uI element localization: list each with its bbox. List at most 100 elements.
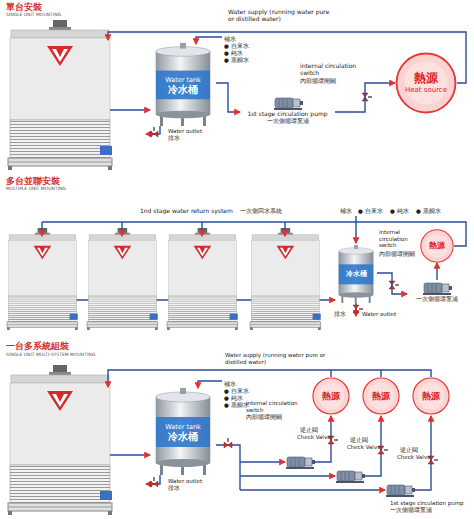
circulation-pump: 一次側循環泵浦: [407, 280, 467, 308]
annotation-label: internal circulation switch: [379, 229, 419, 249]
pump-feed: [240, 475, 335, 476]
tower-outlet-pipe: [110, 454, 150, 455]
pump-symbol: [423, 283, 452, 295]
annotation-label: internal circulation switch: [246, 400, 310, 413]
node-text: 熱源: [372, 391, 390, 401]
cooling-tower: [167, 228, 238, 330]
switch-valve: [389, 281, 399, 289]
node-text: Heat source: [405, 86, 447, 94]
return-drop: [380, 370, 381, 377]
drain-valve: [150, 127, 158, 137]
heat-source: 熱源: [362, 377, 400, 415]
node-text: Water tank: [165, 77, 201, 84]
drain-valve: [353, 305, 363, 313]
cooling-tower: [8, 365, 112, 515]
tank-fitting: [180, 43, 186, 49]
tank-fitting: [354, 245, 358, 249]
pump-symbol: [274, 98, 303, 110]
heat-source-circle: [397, 54, 456, 113]
heat-source-circle: [363, 378, 399, 414]
return-drop: [41, 222, 42, 236]
return-drop: [284, 222, 285, 236]
heat-source: 熱源Heat source: [395, 52, 457, 114]
heat-source-circle: [313, 378, 349, 414]
annotation-label: ● 自來水: [224, 43, 249, 50]
annotation-label: ● 自來水: [224, 388, 249, 395]
annotation-label: Water outlet: [362, 311, 396, 318]
heat-source-glow: [318, 383, 345, 410]
supply-pipe: [196, 37, 222, 44]
tank-body: [156, 397, 210, 463]
pump-feed: [240, 461, 285, 462]
circulation-pump: [386, 485, 415, 497]
section-title: 一台多系統組裝: [6, 341, 69, 352]
return-drop: [121, 222, 122, 236]
switch-valve: [362, 93, 372, 101]
tank-body: [156, 51, 210, 114]
pipes: [42, 32, 466, 490]
annotation-label: Water supply (running water pure or dist…: [228, 8, 333, 22]
pipe-connector: [436, 263, 437, 280]
annotation-label: 內部循環開關: [246, 414, 282, 421]
annotation-label: 逆止閥: [350, 437, 368, 444]
cooling-tower: [7, 228, 78, 330]
node-text: 熱源: [414, 72, 438, 86]
node-text: 熱源: [429, 241, 445, 250]
node-text: 一次側循環泵浦: [267, 118, 309, 125]
annotation-label: 內部循環開關: [300, 77, 336, 84]
tank-band: [156, 71, 210, 100]
tank-band: [339, 264, 373, 284]
annotation-label: Check Valve: [397, 454, 431, 461]
heat-source: 熱源: [420, 229, 454, 263]
section-title: 單台安裝: [6, 2, 42, 13]
node-text: 冷水桶: [168, 431, 198, 443]
node-text: 冷水桶: [346, 271, 367, 278]
section-subtitle: SINGLE UNIT MOUNTING: [6, 12, 61, 17]
supply-pipe: [355, 216, 356, 243]
section-subtitle: SINGLE UNIT MULTI-SYSTEM MOUNTING: [6, 352, 95, 357]
tank-body: [339, 251, 373, 295]
node-text: 冷水桶: [168, 84, 198, 96]
annotation-label: Check Valve: [297, 434, 331, 441]
pump-icon: [273, 95, 303, 111]
annotation-label: 逆止閥: [400, 447, 418, 454]
cooling-tower: [8, 20, 112, 170]
annotation-label: 逆止閥: [300, 427, 318, 434]
pipe-connector: [335, 83, 395, 112]
node-text: 1st stage circulation pump: [247, 111, 327, 118]
annotation-label: 排水: [334, 311, 346, 318]
annotation-label: 補水: [224, 381, 236, 388]
pump-feed: [240, 489, 385, 490]
section-title: 多台並聯安裝: [6, 176, 60, 187]
return-drop: [330, 370, 331, 377]
heat-source-glow: [404, 61, 447, 104]
tower-outlet-pipe: [110, 109, 150, 110]
heat-source-glow: [425, 234, 449, 258]
tank-fitting: [180, 388, 186, 394]
circulation-pump: [286, 457, 315, 469]
pump-icon: [422, 280, 452, 296]
heat-source-circle: [413, 378, 449, 414]
annotation-label: 補水: [340, 208, 352, 215]
switch-valve: [224, 438, 232, 448]
cooling-tower: [87, 228, 158, 330]
water-tank: Water tank冷水桶: [150, 385, 216, 475]
annotation-label: Check Valve: [347, 444, 381, 451]
annotation-label: ● 純水: [224, 50, 243, 57]
annotation-label: 1st stage circulation pump: [390, 500, 464, 507]
tank-bottom: [156, 111, 210, 119]
annotation-label: 排水: [168, 485, 180, 492]
drain-valve: [150, 477, 158, 487]
heat-source-circle: [421, 230, 453, 262]
water-tank: 冷水桶: [335, 243, 377, 303]
node-text: 一次側循環泵浦: [416, 296, 458, 303]
annotation-label: 補水: [224, 36, 236, 43]
suction-manifold: [216, 445, 240, 490]
water-tank: Water tank冷水桶: [150, 40, 216, 126]
heat-source-glow: [418, 383, 445, 410]
pipe-connector: [216, 83, 240, 112]
annotation-label: 內部循環開關: [379, 251, 415, 258]
section-subtitle: MULTIPLE UNIT MOUNTING: [6, 186, 66, 191]
tank-bottom: [156, 459, 210, 467]
